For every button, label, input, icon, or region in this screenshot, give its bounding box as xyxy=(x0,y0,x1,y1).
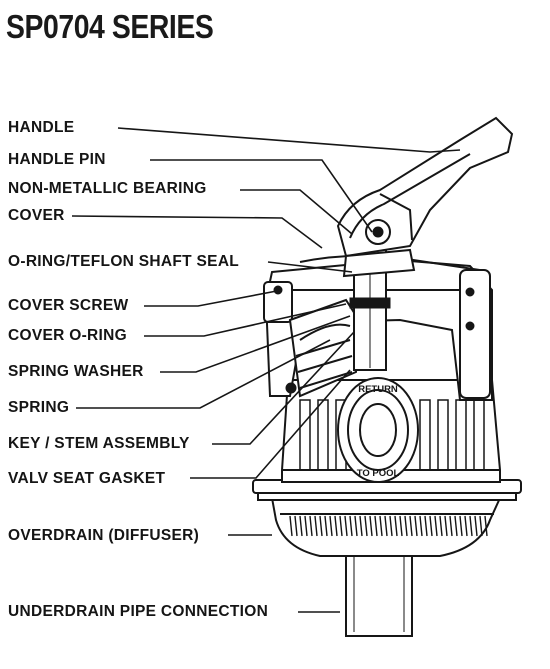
diffuser-rib xyxy=(479,515,483,537)
diffuser-rib xyxy=(394,515,398,537)
diffuser-rib xyxy=(359,515,363,537)
valve-cover xyxy=(263,254,493,401)
diffuser-rib xyxy=(419,515,423,537)
diffuser-rib xyxy=(439,515,443,537)
diffuser-rib xyxy=(459,515,463,537)
diffuser-rib xyxy=(409,515,413,537)
leader-lines xyxy=(71,127,461,613)
diffuser-rib xyxy=(339,515,343,537)
label-key-stem-assembly: KEY / STEM ASSEMBLY xyxy=(8,435,190,452)
label-spring: SPRING xyxy=(8,399,70,416)
diffuser-rib xyxy=(374,515,378,537)
body-rib xyxy=(299,399,311,471)
diffuser-rib xyxy=(449,515,453,537)
diffuser-rib xyxy=(379,515,383,537)
return-port: RETURN TO POOL xyxy=(337,377,419,483)
handle xyxy=(336,116,514,278)
diffuser-rib xyxy=(344,515,348,537)
diffuser-rib xyxy=(314,515,318,537)
diffuser-rib xyxy=(349,515,353,537)
diffuser-rib xyxy=(389,515,393,537)
diffuser-rib xyxy=(434,515,438,537)
diffuser-rib xyxy=(369,515,373,537)
diffuser-rib xyxy=(289,515,293,537)
label-non-metallic-bearing: NON-METALLIC BEARING xyxy=(8,180,207,197)
diffuser-rib xyxy=(464,515,468,537)
diffuser-rib xyxy=(474,515,478,537)
diffuser-rib xyxy=(319,515,323,537)
diffuser-rib xyxy=(304,515,308,537)
overdrain-diffuser xyxy=(270,497,502,557)
label-handle: HANDLE xyxy=(8,119,75,136)
diffuser-rib xyxy=(454,515,458,537)
label-valv-seat-gasket: VALV SEAT GASKET xyxy=(8,470,166,487)
diffuser-rib xyxy=(364,515,368,537)
body-rib xyxy=(437,399,449,471)
port-label-bottom: TO POOL xyxy=(357,468,400,479)
diffuser-rib xyxy=(294,515,298,537)
diffuser-rib xyxy=(404,515,408,537)
page-title: SP0704 SERIES xyxy=(6,8,214,45)
port-label-top: RETURN xyxy=(358,384,398,395)
diffuser-rib xyxy=(424,515,428,537)
diffuser-rib xyxy=(429,515,433,537)
diffuser-rib xyxy=(469,515,473,537)
label-spring-washer: SPRING WASHER xyxy=(8,363,144,380)
body-rib xyxy=(419,399,431,471)
label-underdrain: UNDERDRAIN PIPE CONNECTION xyxy=(8,603,269,620)
label-overdrain: OVERDRAIN (DIFFUSER) xyxy=(8,527,200,544)
body-rib xyxy=(455,399,467,471)
diffuser-rib xyxy=(414,515,418,537)
diffuser-rib xyxy=(329,515,333,537)
label-cover-o-ring: COVER O-RING xyxy=(8,327,127,344)
label-cover: COVER xyxy=(8,207,65,224)
valve-flange xyxy=(252,479,522,501)
body-rib xyxy=(473,399,485,471)
diffuser-rib xyxy=(484,515,488,537)
diffuser-rib xyxy=(444,515,448,537)
diffuser-rib xyxy=(334,515,338,537)
diffuser-rib xyxy=(399,515,403,537)
label-o-ring-shaft-seal: O-RING/TEFLON SHAFT SEAL xyxy=(8,253,240,270)
diffuser-rib xyxy=(354,515,358,537)
diffuser-rib xyxy=(384,515,388,537)
diffuser-rib xyxy=(299,515,303,537)
diffuser-rib xyxy=(324,515,328,537)
label-handle-pin: HANDLE PIN xyxy=(8,151,106,168)
diffuser-rib xyxy=(309,515,313,537)
label-cover-screw: COVER SCREW xyxy=(8,297,129,314)
body-rib xyxy=(317,399,329,471)
